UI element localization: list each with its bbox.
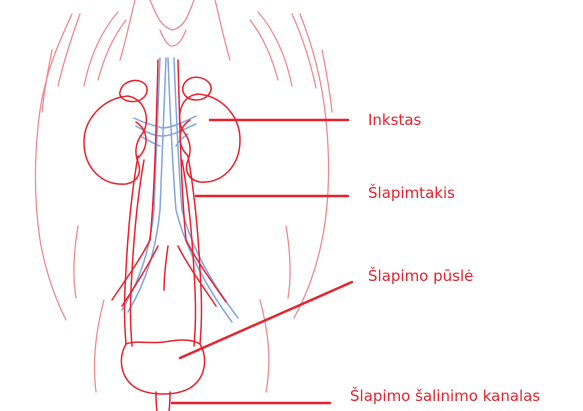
bladder bbox=[121, 340, 204, 394]
right-adrenal-gland bbox=[183, 77, 211, 100]
kidney-label: Inkstas bbox=[368, 113, 421, 128]
bladder-label: Šlapimo pūslė bbox=[368, 269, 473, 284]
ureter-label: Šlapimtakis bbox=[368, 186, 455, 201]
bladder-leader-line bbox=[180, 282, 352, 358]
urethra-label: Šlapimo šalinimo kanalas bbox=[350, 389, 540, 404]
urinary-organs bbox=[84, 60, 240, 411]
urethra bbox=[156, 392, 157, 411]
left-kidney bbox=[84, 96, 146, 184]
right-kidney bbox=[180, 94, 240, 182]
